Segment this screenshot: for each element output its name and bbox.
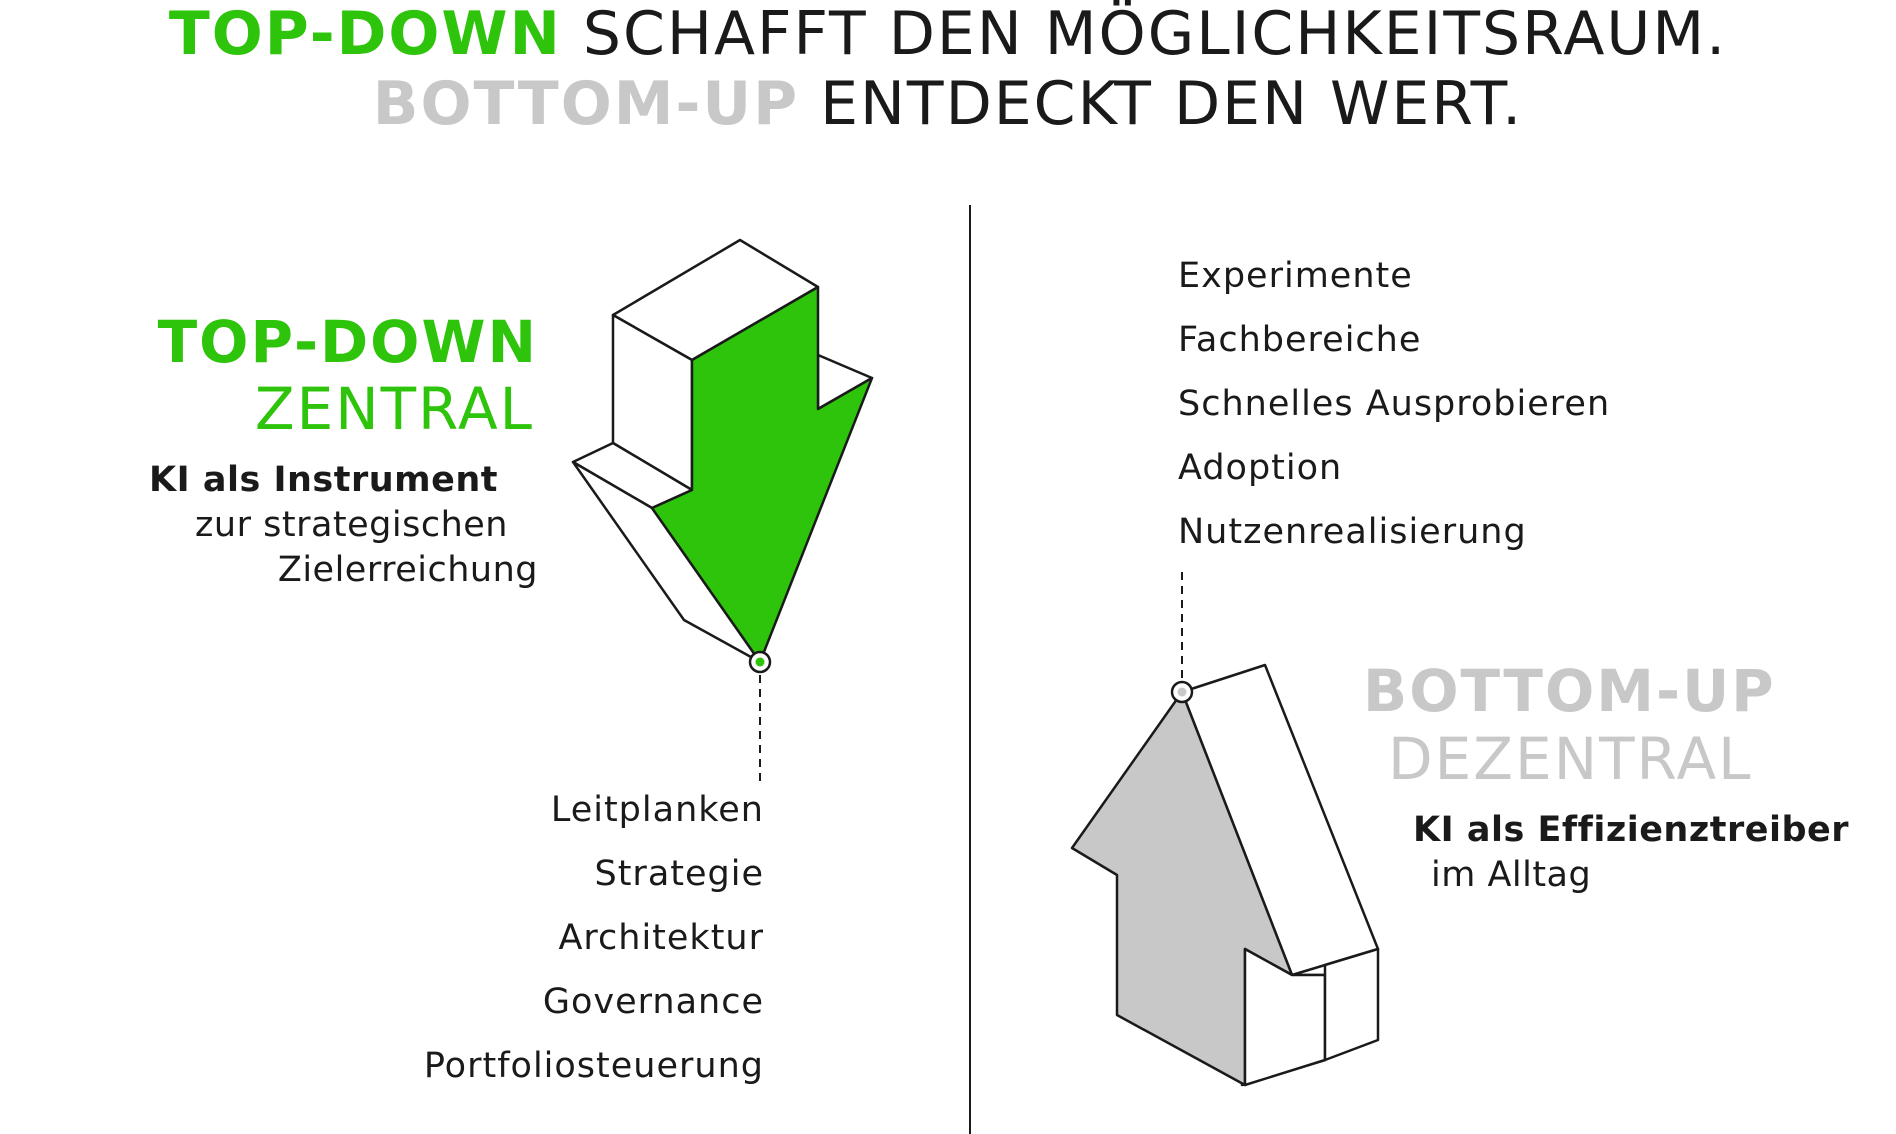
- list-item: Experimente: [1178, 256, 1413, 296]
- headline-line-2: BOTTOM-UP ENTDECKT DEN WERT.: [0, 74, 1896, 134]
- list-item: Fachbereiche: [1178, 320, 1422, 360]
- list-item: Nutzenrealisierung: [1178, 512, 1527, 552]
- bottomup-arrow-icon: [1070, 663, 1380, 1087]
- list-item: Adoption: [1178, 448, 1343, 488]
- headline-line-1: TOP-DOWN SCHAFFT DEN MÖGLICHKEITSRAUM.: [0, 4, 1896, 64]
- bottomup-description: KI als Effizienztreiber im Alltag: [1413, 808, 1849, 898]
- bottomup-list: Experimente Fachbereiche Schnelles Auspr…: [1178, 244, 1610, 564]
- list-item: Portfoliosteuerung: [423, 1046, 764, 1086]
- bottomup-subtitle: DEZENTRAL: [1388, 725, 1753, 793]
- bottomup-title: BOTTOM-UP: [1363, 657, 1776, 725]
- list-item: Schnelles Ausprobieren: [1178, 384, 1611, 424]
- topdown-title: TOP-DOWN: [157, 308, 538, 376]
- topdown-list: Leitplanken Strategie Architektur Govern…: [424, 778, 764, 1098]
- topdown-description: KI als Instrument zur strategischen Ziel…: [149, 458, 538, 593]
- topdown-subtitle: ZENTRAL: [254, 375, 534, 443]
- list-item: Governance: [542, 982, 764, 1022]
- topdown-desc-bold: KI als Instrument: [149, 460, 498, 500]
- topdown-arrow-icon: [571, 238, 874, 674]
- headline-bottomup: BOTTOM-UP: [372, 69, 800, 139]
- bottomup-desc-bold: KI als Effizienztreiber: [1413, 810, 1849, 850]
- list-item: Leitplanken: [550, 790, 764, 830]
- headline-line-1-rest: SCHAFFT DEN MÖGLICHKEITSRAUM.: [561, 0, 1728, 69]
- topdown-desc-line3: Zielerreichung: [277, 550, 538, 590]
- headline-line-2-rest: ENTDECKT DEN WERT.: [799, 69, 1524, 139]
- list-item: Architektur: [558, 918, 764, 958]
- bottomup-desc-line2: im Alltag: [1431, 855, 1592, 895]
- list-item: Strategie: [594, 854, 764, 894]
- topdown-desc-line2: zur strategischen: [195, 505, 508, 545]
- headline-topdown: TOP-DOWN: [168, 0, 562, 69]
